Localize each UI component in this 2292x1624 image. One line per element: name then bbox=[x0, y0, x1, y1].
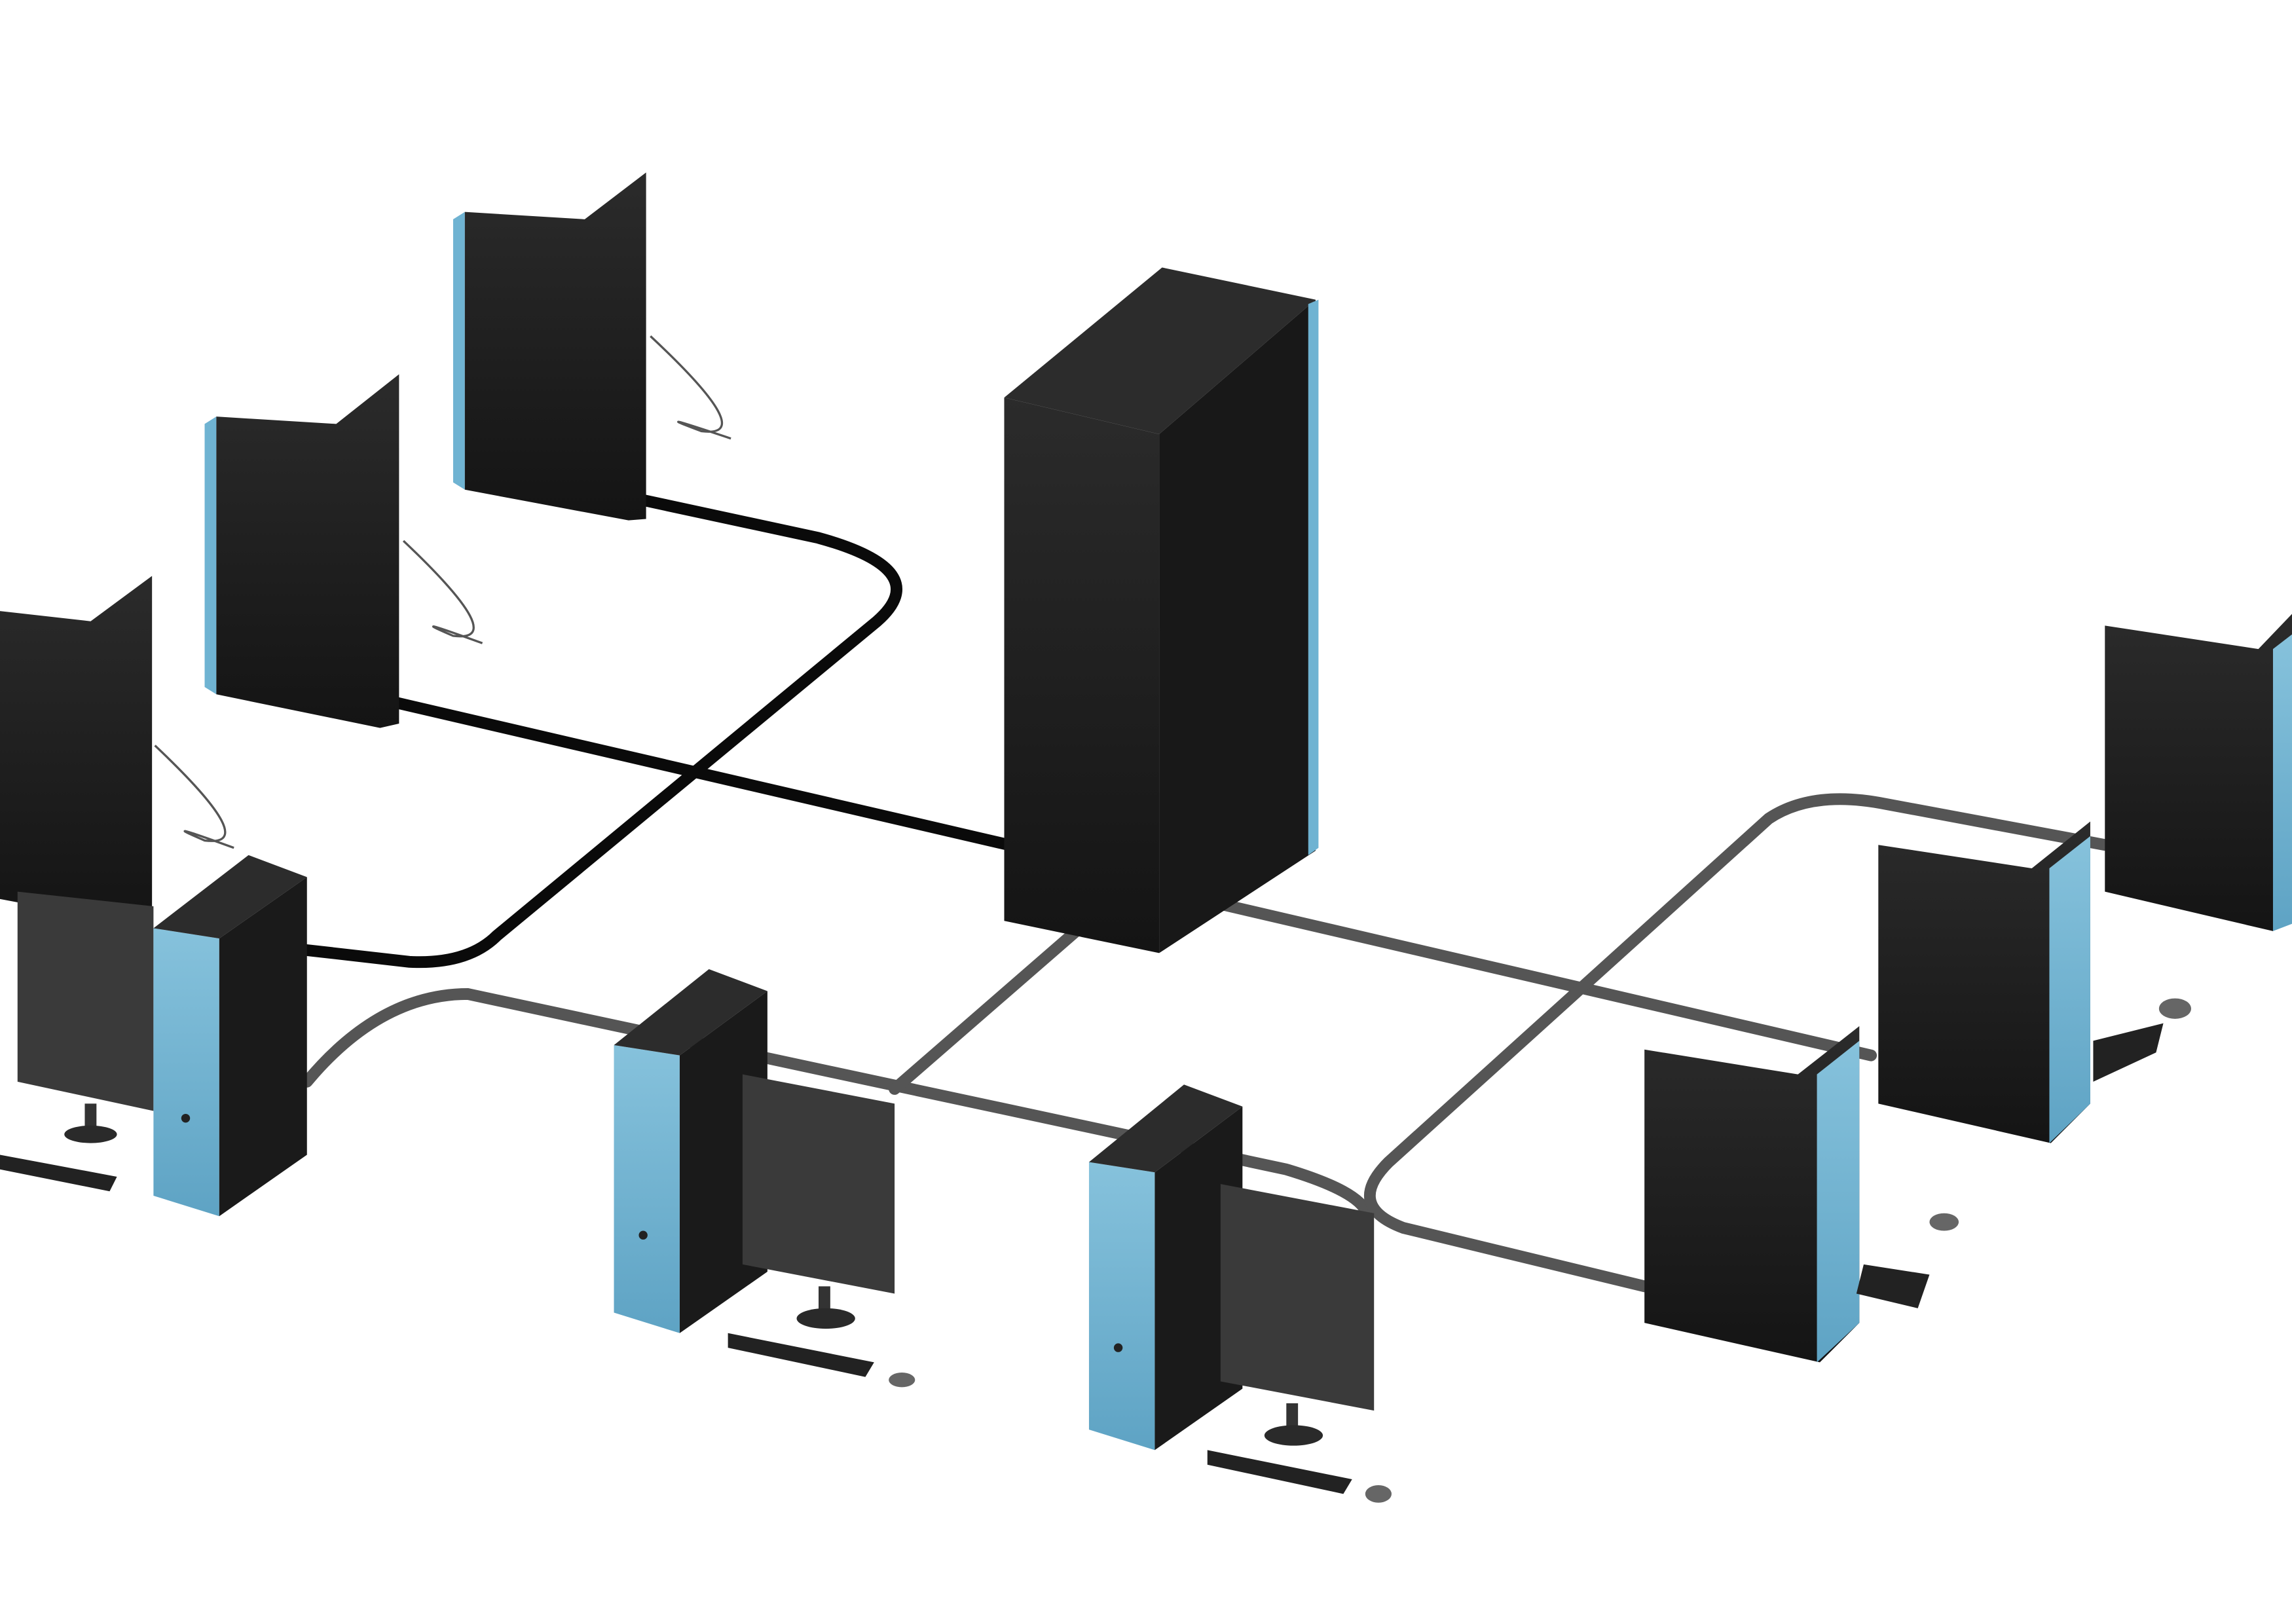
keyboard bbox=[2093, 1023, 2164, 1082]
cable-gray-2 bbox=[889, 917, 1091, 1095]
workstation-5 bbox=[1878, 821, 2191, 1143]
cable-gray-1 bbox=[301, 987, 1373, 1219]
black-cables bbox=[301, 491, 1015, 969]
monitor bbox=[1220, 1184, 1375, 1411]
monitor bbox=[742, 1074, 895, 1294]
mouse bbox=[1929, 1213, 1959, 1231]
cable-black-2 bbox=[386, 695, 1015, 851]
workstation-2 bbox=[614, 969, 915, 1388]
central-server bbox=[1004, 267, 1319, 953]
workstation-back-1 bbox=[453, 172, 731, 521]
gray-cables bbox=[301, 793, 2111, 1293]
keyboard bbox=[0, 1154, 117, 1192]
keyboard bbox=[1207, 1450, 1352, 1494]
monitor bbox=[17, 891, 154, 1111]
workstation-4 bbox=[1644, 1026, 1959, 1363]
workstation-back-2 bbox=[204, 374, 483, 728]
cable-gray-4 bbox=[1364, 793, 2111, 1293]
workstation-1 bbox=[0, 855, 307, 1217]
workstation-3 bbox=[1088, 1084, 1392, 1503]
cable-black-1 bbox=[301, 491, 902, 969]
workstation-6 bbox=[2105, 614, 2292, 931]
mouse bbox=[1365, 1485, 1392, 1503]
keyboard bbox=[728, 1333, 874, 1377]
mouse bbox=[889, 1373, 915, 1388]
workstation-back-3 bbox=[0, 576, 234, 924]
cable-gray-3 bbox=[1192, 893, 1877, 1061]
mouse bbox=[2158, 998, 2191, 1019]
keyboard bbox=[1856, 1264, 1930, 1308]
